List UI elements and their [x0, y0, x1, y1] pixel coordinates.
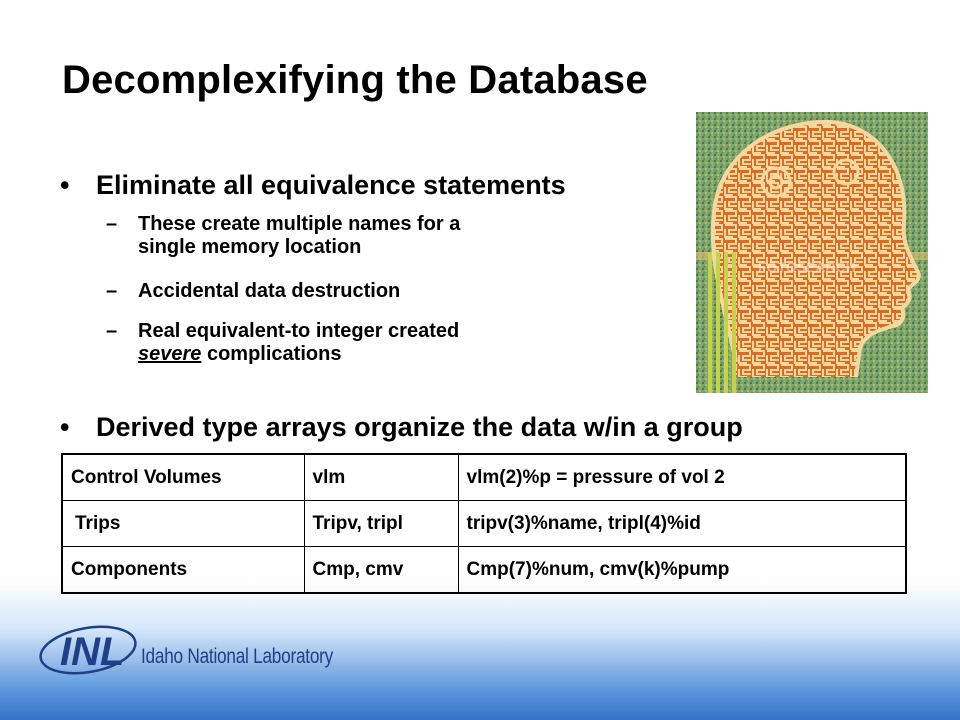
slide-title: Decomplexifying the Database: [62, 58, 648, 102]
maze-head-icon: FOTOSEARCH: [696, 112, 928, 393]
derived-type-table: Control Volumes vlm vlm(2)%p = pressure …: [61, 453, 907, 594]
subitem-1-line1: These create multiple names for a: [138, 213, 461, 235]
sub-marker: –: [106, 213, 118, 235]
table-cell: vlm: [303, 453, 459, 501]
subitem-3-line1: Real equivalent-to integer created: [138, 320, 460, 342]
subitem-1-line2: single memory location: [138, 236, 362, 258]
table-cell: Trips: [61, 500, 305, 547]
bullet-2-text: Derived type arrays organize the data w/…: [96, 412, 743, 442]
table-cell: Cmp(7)%num, cmv(k)%pump: [457, 546, 907, 594]
table-row: Trips Tripv, tripl tripv(3)%name, tripl(…: [61, 500, 907, 547]
logo-abbrev: INL: [60, 630, 124, 674]
logo-text: Idaho National Laboratory: [141, 645, 334, 668]
emphasis-severe: severe: [138, 343, 202, 365]
bullet-marker: •: [60, 170, 70, 200]
subitem-3-line2-rest: complications: [201, 343, 342, 365]
subitem-3: – Real equivalent-to integer created sev…: [106, 320, 460, 366]
subitem-2-line1: Accidental data destruction: [138, 280, 401, 302]
bullet-1: • Eliminate all equivalence statements: [60, 170, 566, 201]
bullet-2: • Derived type arrays organize the data …: [60, 412, 743, 443]
image-watermark: FOTOSEARCH: [758, 259, 856, 275]
table-cell: Components: [61, 546, 305, 594]
table-row: Components Cmp, cmv Cmp(7)%num, cmv(k)%p…: [61, 546, 907, 594]
table-row: Control Volumes vlm vlm(2)%p = pressure …: [61, 453, 907, 501]
subitem-2: – Accidental data destruction: [106, 280, 401, 303]
table-cell: Control Volumes: [61, 453, 305, 501]
bullet-marker: •: [60, 412, 70, 442]
subitem-1: – These create multiple names for a sing…: [106, 213, 461, 259]
sub-marker: –: [106, 280, 118, 302]
table-cell: Tripv, tripl: [303, 500, 459, 547]
sub-marker: –: [106, 320, 118, 342]
table-cell: vlm(2)%p = pressure of vol 2: [457, 453, 907, 501]
table-cell: tripv(3)%name, tripl(4)%id: [457, 500, 907, 547]
inl-logo: INL: [38, 618, 338, 682]
bullet-1-text: Eliminate all equivalence statements: [96, 170, 566, 200]
table-cell: Cmp, cmv: [303, 546, 459, 594]
subitem-3-line2: severe complications: [138, 343, 459, 366]
